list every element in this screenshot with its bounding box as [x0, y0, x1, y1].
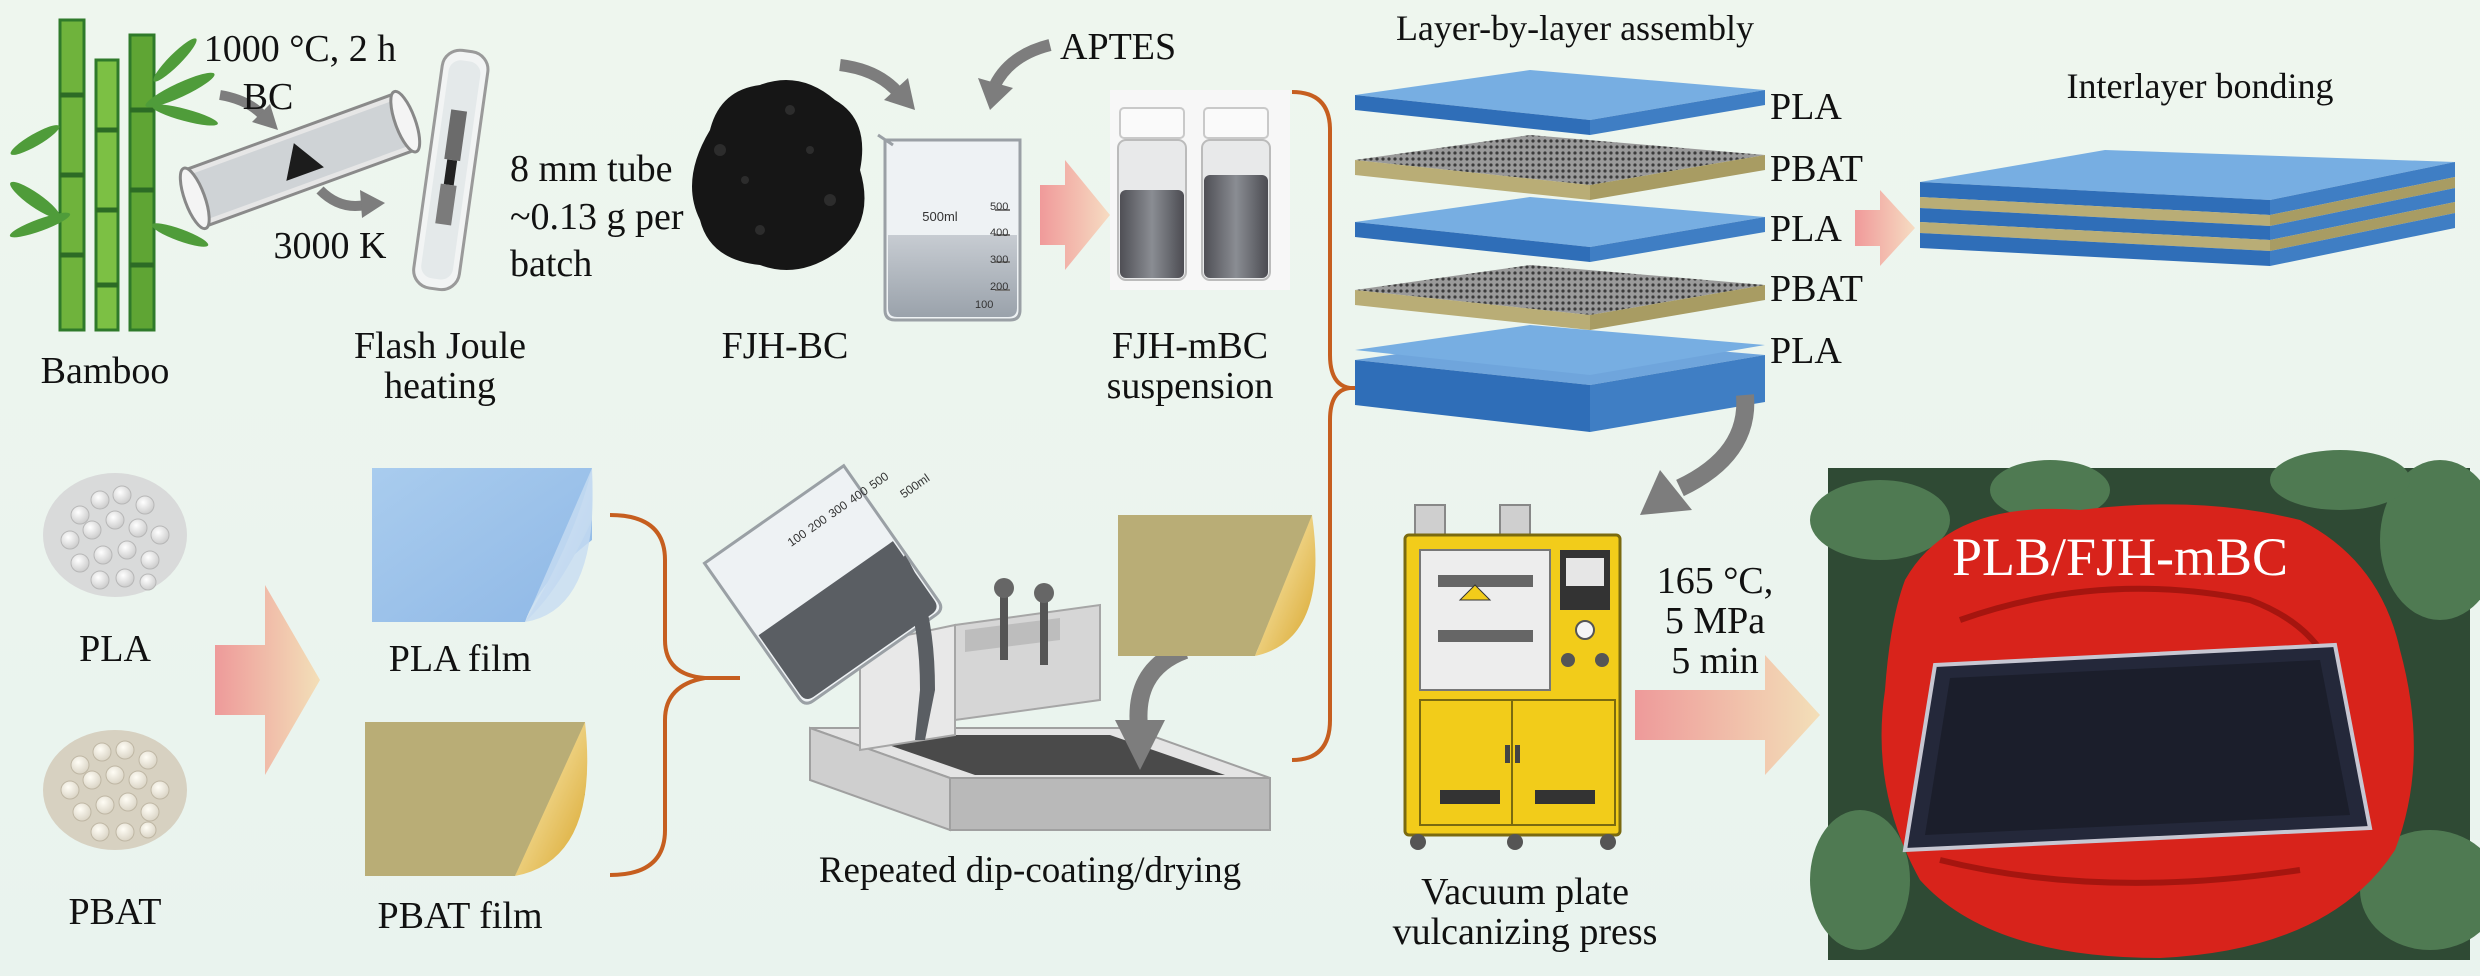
- fjh-tube: [412, 48, 490, 292]
- bamboo-label: Bamboo: [40, 350, 170, 392]
- layer-label-5: PLA: [1770, 330, 1842, 372]
- tube-label-line3: batch: [510, 243, 593, 285]
- fjh-label-line2: heating: [384, 365, 496, 407]
- product-photo: [1810, 450, 2480, 960]
- condition-pressure: 5 MPa: [1664, 600, 1766, 642]
- pla-film-label: PLA film: [388, 638, 532, 680]
- bonded-laminate: [1920, 150, 2455, 266]
- pbat-film-label: PBAT film: [377, 895, 543, 937]
- temperature-k-label: 3000 K: [273, 225, 387, 267]
- bc-label: BC: [242, 76, 294, 118]
- temperature-label: 1000 °C, 2 h: [203, 28, 397, 70]
- layer-label-3: PLA: [1770, 208, 1842, 250]
- pla-label: PLA: [79, 628, 151, 670]
- gray-arrow-stack-to-press: [1640, 394, 1755, 515]
- pour-tick-500: 500: [866, 469, 892, 493]
- bonding-label: Interlayer bonding: [2066, 66, 2334, 106]
- beaker-tick-400: 400: [990, 227, 1009, 239]
- beaker-tick-200: 200: [990, 281, 1009, 293]
- gray-arrow-bc-out: [316, 186, 385, 218]
- pink-arrow-pellets-to-films: [215, 585, 320, 775]
- condition-time: 5 min: [1671, 640, 1759, 682]
- beaker-volume-label: 500ml: [922, 209, 958, 224]
- furnace-tube: [178, 89, 422, 231]
- beaker-tick-500: 500: [990, 201, 1009, 213]
- pbat-pellets: [43, 730, 187, 850]
- press-label-line1: Vacuum plate: [1421, 871, 1629, 913]
- fjh-label-line1: Flash Joule: [353, 325, 527, 367]
- press-label-line2: vulcanizing press: [1392, 911, 1658, 953]
- pbat-label: PBAT: [68, 891, 162, 933]
- lbl-assembly-title: Layer-by-layer assembly: [1395, 8, 1755, 48]
- suspension-label-line1: FJH-mBC: [1111, 325, 1269, 367]
- bracket-merge: [1291, 90, 1372, 762]
- pour-volume-label: 500ml: [897, 470, 933, 502]
- pour-tick-400: 400: [846, 483, 871, 507]
- pour-tick-200: 200: [805, 512, 830, 536]
- gray-arrow-aptes-to-beaker: [978, 39, 1052, 110]
- layer-label-4: PBAT: [1770, 268, 1863, 310]
- gray-arrow-powder-to-beaker: [839, 59, 915, 110]
- pouring-beaker: [702, 463, 943, 740]
- condition-temp: 165 °C,: [1656, 560, 1774, 602]
- vulcanizing-press: [1403, 504, 1622, 850]
- pour-tick-100: 100: [784, 526, 810, 550]
- tube-label-line1: 8 mm tube: [510, 148, 673, 190]
- layer-label-1: PLA: [1770, 86, 1842, 128]
- pla-pellets: [43, 473, 187, 597]
- bamboo-illustration: [9, 18, 218, 332]
- coated-film: [1118, 515, 1316, 656]
- suspension-vials: [1110, 90, 1290, 290]
- gray-arrow-bc-in: [219, 90, 278, 130]
- beaker-tick-100: 100: [975, 299, 994, 311]
- dip-coating-label: Repeated dip-coating/drying: [818, 850, 1242, 891]
- fjh-bc-label: FJH-BC: [721, 325, 849, 367]
- pink-arrow-beaker-to-suspension: [1040, 160, 1110, 270]
- pink-arrow-press-to-product: [1635, 655, 1820, 775]
- aptes-label: APTES: [1060, 26, 1177, 68]
- product-label: PLB/FJH-mBC: [1951, 527, 2289, 587]
- bracket-films: [609, 513, 740, 877]
- pla-film: [372, 468, 593, 622]
- beaker: [877, 133, 1022, 322]
- pour-tick-300: 300: [825, 497, 851, 521]
- beaker-tick-300: 300: [990, 254, 1009, 266]
- suspension-label-line2: suspension: [1106, 365, 1274, 407]
- pbat-film: [365, 722, 588, 876]
- pink-arrow-stack-to-bonded: [1855, 190, 1915, 266]
- layer-stack: [1355, 70, 1765, 432]
- fjh-bc-powder: [692, 80, 865, 270]
- tube-label-line2: ~0.13 g per: [510, 196, 684, 238]
- layer-label-2: PBAT: [1770, 148, 1863, 190]
